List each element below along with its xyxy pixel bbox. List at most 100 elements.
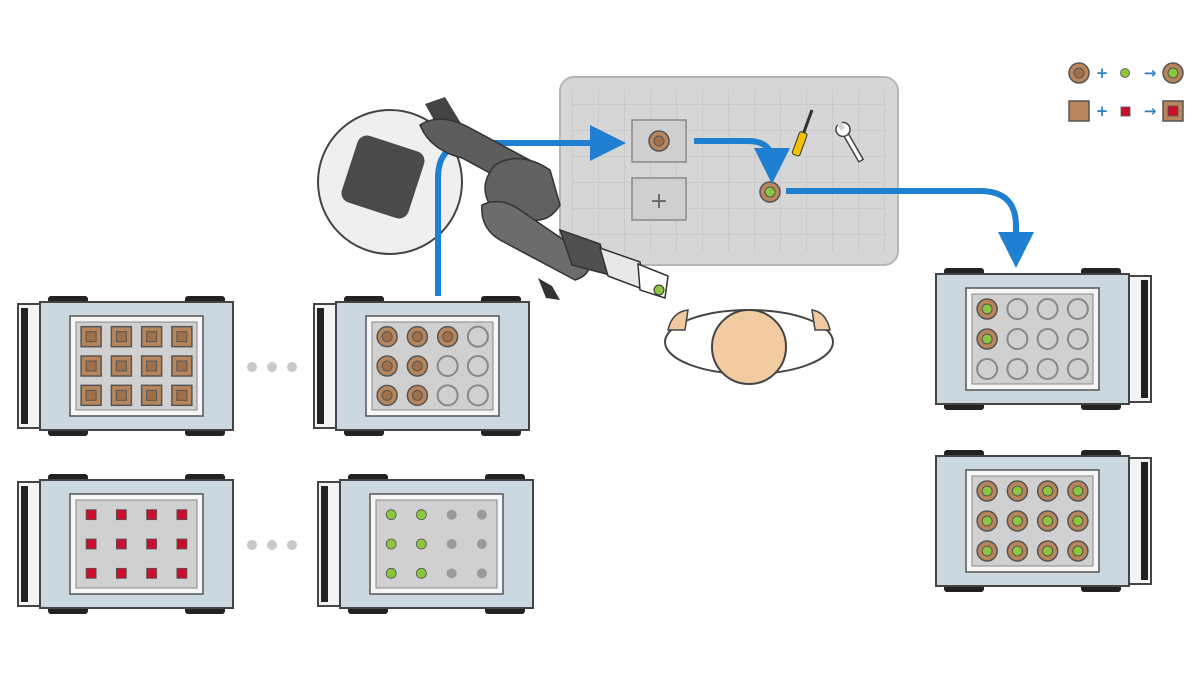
- tray-empty-slot: [446, 539, 457, 549]
- tray-empty-slot: [466, 384, 489, 407]
- robot-base: [317, 109, 463, 255]
- tray-handle-bar: [321, 486, 328, 602]
- tray-part: [85, 509, 97, 521]
- tray-part: [140, 384, 163, 407]
- workbench: +: [559, 76, 899, 266]
- tray-handle-bar: [317, 308, 324, 424]
- tray-part: [171, 325, 193, 348]
- tray-square-parts: [17, 296, 234, 436]
- tray-part: [385, 538, 397, 550]
- legend-arrow-2: →: [1144, 102, 1157, 120]
- tray-part: [171, 384, 193, 407]
- flow-arrow-place: [786, 188, 1034, 268]
- tray-part: [176, 538, 188, 550]
- tray-part: [115, 538, 127, 550]
- tray-part: [110, 325, 133, 348]
- tray-empty-slot: [1006, 358, 1029, 380]
- tray-part: [376, 355, 398, 377]
- tray-part: [415, 538, 427, 550]
- legend-green-dot: [1120, 68, 1130, 78]
- tray-red-inserts: [17, 474, 234, 614]
- tray-green-inserts: [317, 474, 534, 614]
- legend-row-round: + →: [1068, 62, 1184, 84]
- workbench-slot-bottom: +: [631, 177, 687, 221]
- tray-part: [376, 384, 398, 407]
- screwdriver-icon: [791, 109, 814, 157]
- tray-empty-slot: [446, 568, 457, 579]
- assembled-part-on-bench: [759, 181, 781, 203]
- tray-part: [140, 355, 163, 377]
- legend-plus-1: +: [1096, 64, 1109, 82]
- tray-empty-slot: [976, 358, 999, 380]
- legend-plus-2: +: [1096, 102, 1109, 120]
- tray-part: [385, 567, 397, 579]
- tray-part: [976, 328, 998, 350]
- tray-empty-slot: [476, 539, 487, 549]
- tray-part: [406, 384, 429, 407]
- tray-part: [1006, 480, 1029, 502]
- tray-part: [80, 384, 102, 407]
- tray-part: [976, 510, 998, 532]
- tray-part: [146, 538, 158, 550]
- tray-part: [1006, 540, 1029, 562]
- tray-part: [415, 567, 427, 579]
- tray-part: [110, 355, 133, 377]
- tray-part: [85, 567, 97, 579]
- tray-part: [1036, 540, 1059, 562]
- tray-empty-slot: [466, 325, 489, 348]
- tray-part: [140, 325, 163, 348]
- tray-part: [376, 325, 398, 348]
- tray-part: [436, 325, 459, 348]
- tray-handle-bar: [21, 486, 28, 602]
- wrench-icon: [835, 121, 865, 163]
- tray-part: [385, 509, 397, 521]
- workbench-plus-mark: +: [650, 189, 668, 214]
- tray-part: [415, 509, 427, 521]
- legend-square-part: [1068, 100, 1090, 122]
- tray-part: [171, 355, 193, 377]
- tray-empty-slot: [1036, 358, 1059, 380]
- tray-empty-slot: [1066, 328, 1089, 350]
- tray-handle-bar: [21, 308, 28, 424]
- tray-part: [406, 355, 429, 377]
- tray-part: [1006, 510, 1029, 532]
- tray-part: [176, 567, 188, 579]
- tray-part: [976, 540, 998, 562]
- tray-part: [1036, 480, 1059, 502]
- tray-part: [1067, 540, 1089, 562]
- tray-empty-slot: [446, 509, 457, 520]
- ellipsis-bottom: [247, 540, 297, 550]
- tray-part: [80, 355, 102, 377]
- robot-arm: [419, 97, 669, 300]
- tray-part: [146, 509, 158, 521]
- tray-part: [85, 538, 97, 550]
- tray-part: [115, 509, 127, 521]
- tray-part: [1036, 510, 1059, 532]
- human-operator: [664, 309, 834, 385]
- tray-group: [17, 268, 1152, 614]
- tray-empty-slot: [1006, 298, 1029, 320]
- tray-part: [176, 509, 188, 521]
- tray-empty-slot: [1036, 328, 1059, 350]
- tray-empty-slot: [476, 568, 487, 579]
- ellipsis-top: [247, 362, 297, 372]
- tray-round-parts: [313, 296, 530, 436]
- legend-arrow-1: →: [1144, 64, 1157, 82]
- tray-part: [115, 567, 127, 579]
- tray-part: [146, 567, 158, 579]
- tray-empty-slot: [1036, 298, 1059, 320]
- legend-row-square: + →: [1068, 100, 1184, 122]
- tray-empty-slot: [436, 384, 459, 407]
- tray-empty-slot: [466, 355, 489, 377]
- legend-red-square: [1120, 106, 1131, 117]
- tray-handle-bar: [1141, 280, 1148, 398]
- tray-empty-slot: [476, 509, 487, 520]
- tray-part: [976, 480, 998, 502]
- tray-output-full: [935, 450, 1152, 592]
- tray-part: [1067, 480, 1089, 502]
- tray-part: [110, 384, 133, 407]
- tray-empty-slot: [1066, 298, 1089, 320]
- tray-part: [406, 325, 429, 348]
- tray-empty-slot: [1066, 358, 1089, 380]
